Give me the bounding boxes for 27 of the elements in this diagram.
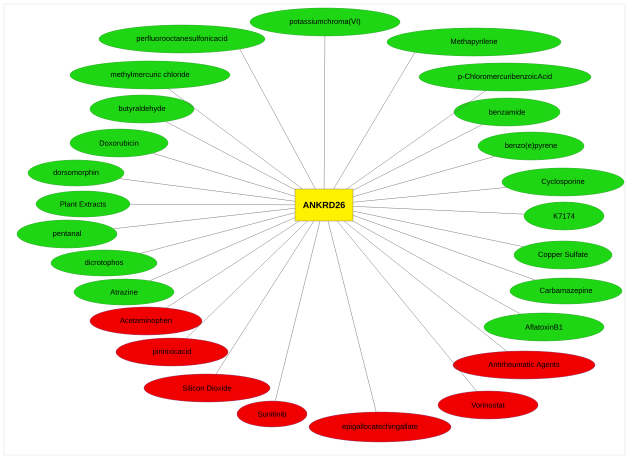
- gene-box: ANKRD26: [294, 188, 354, 222]
- connector-line: [130, 204, 295, 206]
- connector-line: [344, 221, 507, 352]
- connector-line: [353, 124, 482, 190]
- connector-line: [186, 221, 308, 338]
- connector-line: [166, 121, 295, 190]
- connector-line: [240, 49, 316, 189]
- connector-line: [168, 88, 303, 189]
- connector-line: [353, 187, 507, 202]
- connector-line: [328, 221, 376, 412]
- connector-line: [337, 221, 477, 392]
- connector-line: [346, 90, 486, 189]
- connector-line: [140, 212, 295, 254]
- connector-line: [324, 36, 326, 189]
- connector-line: [166, 221, 300, 308]
- connector-line: [152, 153, 295, 196]
- connector-line: [353, 210, 524, 247]
- connector-line: [353, 206, 524, 214]
- connector-line: [119, 178, 295, 202]
- connector-line: [333, 52, 416, 189]
- connector-line: [113, 208, 295, 229]
- connector-line: [150, 217, 295, 281]
- connector-line: [353, 220, 521, 314]
- connector-line: [275, 221, 320, 402]
- connector-line: [216, 221, 314, 374]
- connector-line: [353, 156, 495, 197]
- connector-line: [353, 215, 536, 280]
